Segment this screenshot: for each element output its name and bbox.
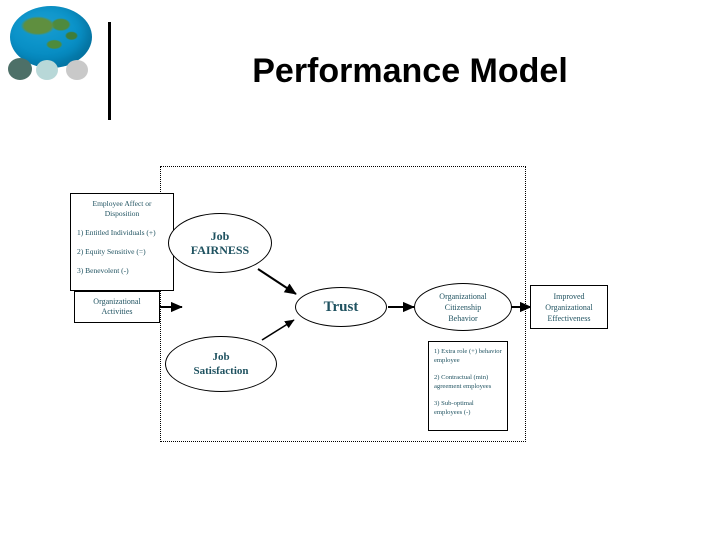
globe-dot-grey xyxy=(66,60,88,80)
globe-icon xyxy=(4,4,96,80)
node-organizational-citizenship-behavior[interactable]: Organizational Citizenship Behavior xyxy=(414,283,512,331)
ocb-outcome-item-2: 2) Contractual (min) agreement employees xyxy=(434,374,492,390)
ocb-line2: Citizenship xyxy=(444,302,482,312)
vertical-divider xyxy=(108,22,111,120)
employee-affect-item-1: 1) Entitled Individuals (+) xyxy=(77,228,156,237)
node-job-fairness[interactable]: Job FAIRNESS xyxy=(168,213,272,273)
org-activities-line1: Organizational xyxy=(93,297,141,306)
ocb-outcome-item-3: 3) Sub-optimal employees (-) xyxy=(434,400,474,416)
ocb-line1: Organizational xyxy=(439,291,487,301)
employee-affect-item-2: 2) Equity Sensitive (=) xyxy=(77,247,146,256)
effectiveness-line1: Improved xyxy=(553,291,585,301)
job-fairness-line1: Job xyxy=(210,229,230,243)
globe-sphere xyxy=(10,6,92,68)
trust-label: Trust xyxy=(323,298,359,315)
employee-affect-box[interactable]: Employee Affect or Disposition 1) Entitl… xyxy=(70,193,174,291)
employee-affect-heading: Employee Affect or Disposition xyxy=(92,199,152,218)
globe-dot-dark xyxy=(8,58,32,80)
node-job-satisfaction[interactable]: Job Satisfaction xyxy=(165,336,277,392)
node-trust[interactable]: Trust xyxy=(295,287,387,327)
job-fairness-line2: FAIRNESS xyxy=(190,243,250,257)
job-satisfaction-line1: Job xyxy=(212,351,230,363)
page-title: Performance Model xyxy=(252,52,568,90)
ocb-line3: Behavior xyxy=(448,313,478,323)
node-organizational-activities[interactable]: Organizational Activities xyxy=(74,291,160,323)
ocb-outcome-item-1: 1) Extra role (+) behavior employee xyxy=(434,348,502,364)
job-satisfaction-line2: Satisfaction xyxy=(193,365,249,377)
ocb-outcomes-box[interactable]: 1) Extra role (+) behavior employee 2) C… xyxy=(428,341,508,431)
org-activities-line2: Activities xyxy=(101,307,133,316)
employee-affect-item-3: 3) Benevolent (-) xyxy=(77,266,129,275)
globe-dot-light xyxy=(36,60,58,80)
node-improved-organizational-effectiveness[interactable]: Improved Organizational Effectiveness xyxy=(530,285,608,329)
effectiveness-line3: Effectiveness xyxy=(547,313,591,323)
effectiveness-line2: Organizational xyxy=(545,302,593,312)
